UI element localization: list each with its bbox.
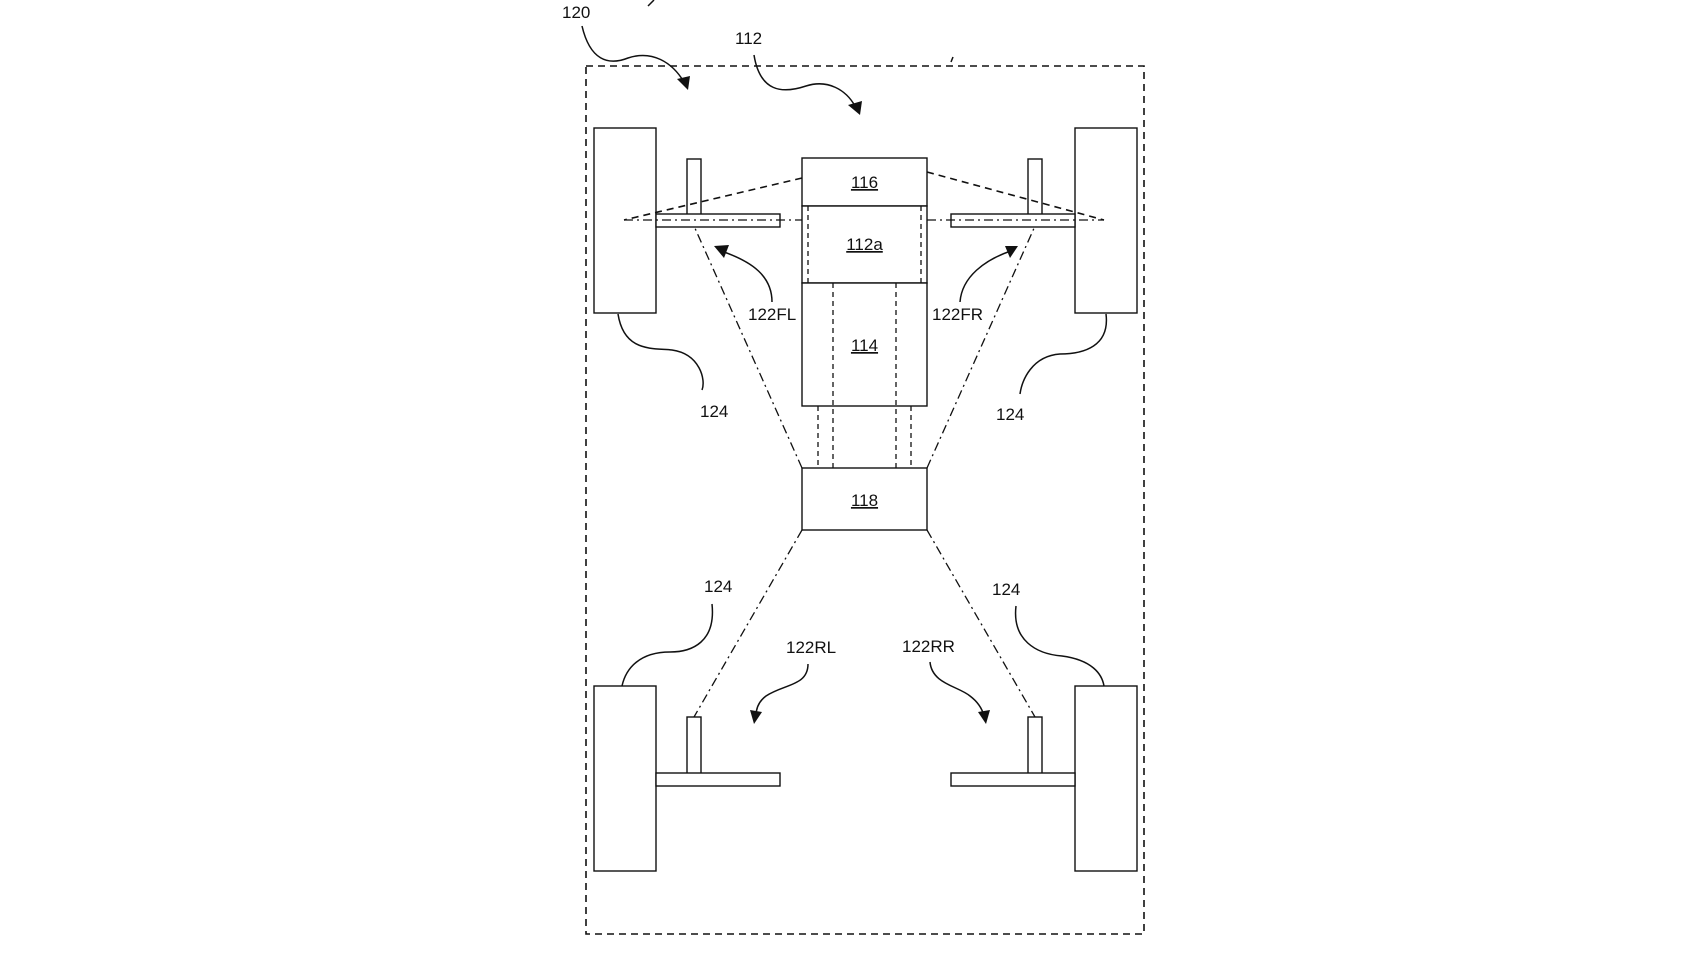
label-124-front-right: 124	[996, 405, 1024, 424]
leader-120	[581, 25, 685, 83]
leader-124-rear-left	[621, 603, 714, 687]
wheel-rear-left	[593, 685, 657, 872]
label-122fl: 122FL	[748, 305, 796, 324]
label-122rr: 122RR	[902, 637, 955, 656]
boundary-tick	[950, 56, 954, 63]
leader-112	[753, 54, 856, 107]
leader-122rl	[755, 663, 809, 717]
rear-left-arm	[655, 772, 781, 787]
arrowhead-122rl	[750, 710, 762, 724]
label-112a: 112a	[846, 235, 883, 254]
label-122rl: 122RL	[786, 638, 836, 657]
arrowhead-122fl	[714, 245, 729, 258]
label-116: 116	[851, 173, 878, 192]
leader-122fl	[723, 251, 773, 303]
arrowhead-122rr	[978, 710, 990, 724]
vehicle-boundary	[585, 65, 1145, 935]
arrowhead-112	[848, 101, 862, 115]
link-118-front-right	[926, 225, 1036, 469]
label-124-front-left: 124	[700, 402, 728, 421]
leader-122rr	[929, 661, 985, 717]
label-112: 112	[735, 29, 762, 48]
arrowhead-120	[677, 76, 690, 90]
leader-124-front-right	[1019, 313, 1108, 395]
component-116-box	[801, 157, 928, 207]
link-116-front-right	[926, 171, 1105, 221]
arrowhead-122fr	[1005, 246, 1018, 258]
leader-offpage	[647, 0, 655, 7]
link-118-front-left	[693, 225, 803, 469]
wheel-rear-right	[1074, 685, 1138, 872]
leader-122fr	[959, 251, 1009, 303]
leader-124-front-left	[617, 313, 704, 391]
label-120: 120	[562, 3, 590, 22]
label-114: 114	[851, 336, 878, 355]
component-118-box	[801, 467, 928, 531]
component-114-box	[801, 282, 928, 407]
label-122fr: 122FR	[932, 305, 983, 324]
label-124-rear-left: 124	[704, 577, 732, 596]
link-118-rear-right	[926, 529, 1036, 718]
leader-124-rear-right	[1014, 605, 1105, 687]
label-118: 118	[851, 491, 878, 510]
link-116-front-left	[623, 177, 803, 221]
label-124-rear-right: 124	[992, 580, 1020, 599]
component-112a-box	[801, 205, 928, 284]
rear-right-arm	[950, 772, 1076, 787]
link-118-rear-left	[693, 529, 803, 718]
